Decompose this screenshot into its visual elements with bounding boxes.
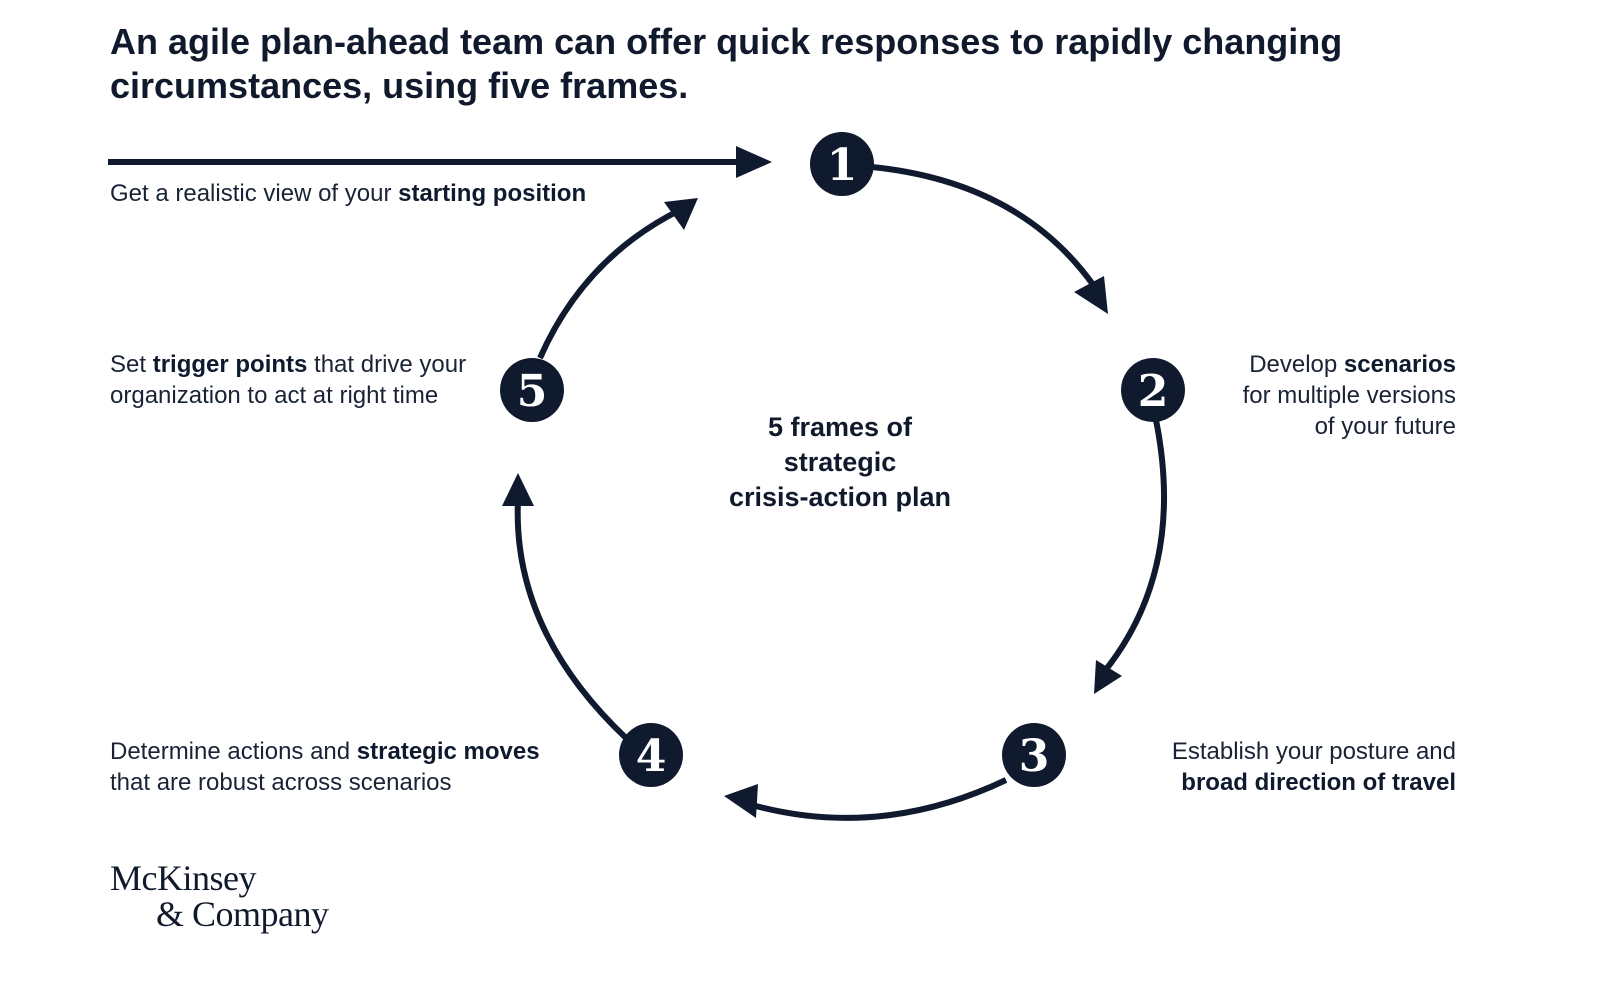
frame-5-bold: trigger points xyxy=(152,351,308,378)
arrowhead-1 xyxy=(664,198,698,230)
node-5: 5 xyxy=(500,358,564,422)
frame-3-line-1: Establish your posture and xyxy=(1171,738,1456,765)
node-3-number: 3 xyxy=(1019,731,1050,782)
center-label-line-1: 5 frames of xyxy=(767,412,913,442)
node-2: 2 xyxy=(1121,358,1185,422)
frame-2-line-3: of your future xyxy=(1314,413,1456,440)
cycle-arrows xyxy=(514,164,1167,821)
node-4-number: 4 xyxy=(636,731,667,782)
frame-4-label: Determine actions and strategic moves th… xyxy=(110,736,540,798)
center-label-line-2: strategic xyxy=(783,447,897,477)
node-4: 4 xyxy=(619,723,683,787)
node-5-number: 5 xyxy=(517,366,548,417)
frame-5-text-pre: Set xyxy=(110,351,153,378)
node-2-number: 2 xyxy=(1138,366,1169,417)
frame-2-label: Develop scenarios for multiple versions … xyxy=(1100,349,1456,442)
frame-3-label: Establish your posture and broad directi… xyxy=(1080,736,1456,798)
center-label: 5 frames of strategic crisis-action plan xyxy=(690,410,990,515)
arrow-5-to-1 xyxy=(537,207,682,360)
arrow-2-to-3 xyxy=(1101,419,1167,674)
frame-2-line-2: for multiple versions xyxy=(1242,382,1456,409)
frame-2-text: Develop xyxy=(1249,351,1344,378)
entry-arrow-head xyxy=(736,146,772,178)
frame-1-text: Get a realistic view of your xyxy=(110,180,399,207)
center-label-line-3: crisis-action plan xyxy=(728,482,952,512)
arrowhead-5 xyxy=(502,473,534,506)
frame-1-bold: starting position xyxy=(398,180,587,207)
arrow-3-to-4 xyxy=(751,777,1008,821)
frame-2-bold: scenarios xyxy=(1343,351,1456,378)
frame-4-line-2: that are robust across scenarios xyxy=(110,769,452,796)
arrowhead-3 xyxy=(1094,660,1122,694)
frame-2-line-1: Develop scenarios xyxy=(1100,349,1456,380)
node-3: 3 xyxy=(1002,723,1066,787)
arrowhead-2 xyxy=(1074,276,1108,314)
frame-3-bold: broad direction of travel xyxy=(1181,769,1456,796)
cycle-arrowheads xyxy=(502,198,1122,818)
mckinsey-logo: McKinsey & Company xyxy=(110,860,329,932)
frame-4-bold: strategic moves xyxy=(356,738,540,765)
frame-5-line-1: Set trigger points that drive your xyxy=(110,349,466,380)
logo-line-1: McKinsey xyxy=(110,858,256,898)
arrow-4-to-5 xyxy=(514,499,629,741)
frame-4-text: Determine actions and xyxy=(110,738,357,765)
logo-line-2: & Company xyxy=(156,894,329,934)
arrow-1-to-2 xyxy=(871,164,1097,288)
frame-5-text-post: that drive your xyxy=(307,351,467,378)
node-1: 1 xyxy=(810,132,874,196)
frame-5-label: Set trigger points that drive your organ… xyxy=(110,349,466,411)
frame-1-label: Get a realistic view of your starting po… xyxy=(110,178,586,209)
frame-5-line-2: organization to act at right time xyxy=(110,382,439,409)
arrowhead-4 xyxy=(724,784,758,818)
frame-4-line-1: Determine actions and strategic moves xyxy=(110,736,540,767)
node-1-number: 1 xyxy=(827,140,858,191)
page-title: An agile plan-ahead team can offer quick… xyxy=(110,21,1343,106)
